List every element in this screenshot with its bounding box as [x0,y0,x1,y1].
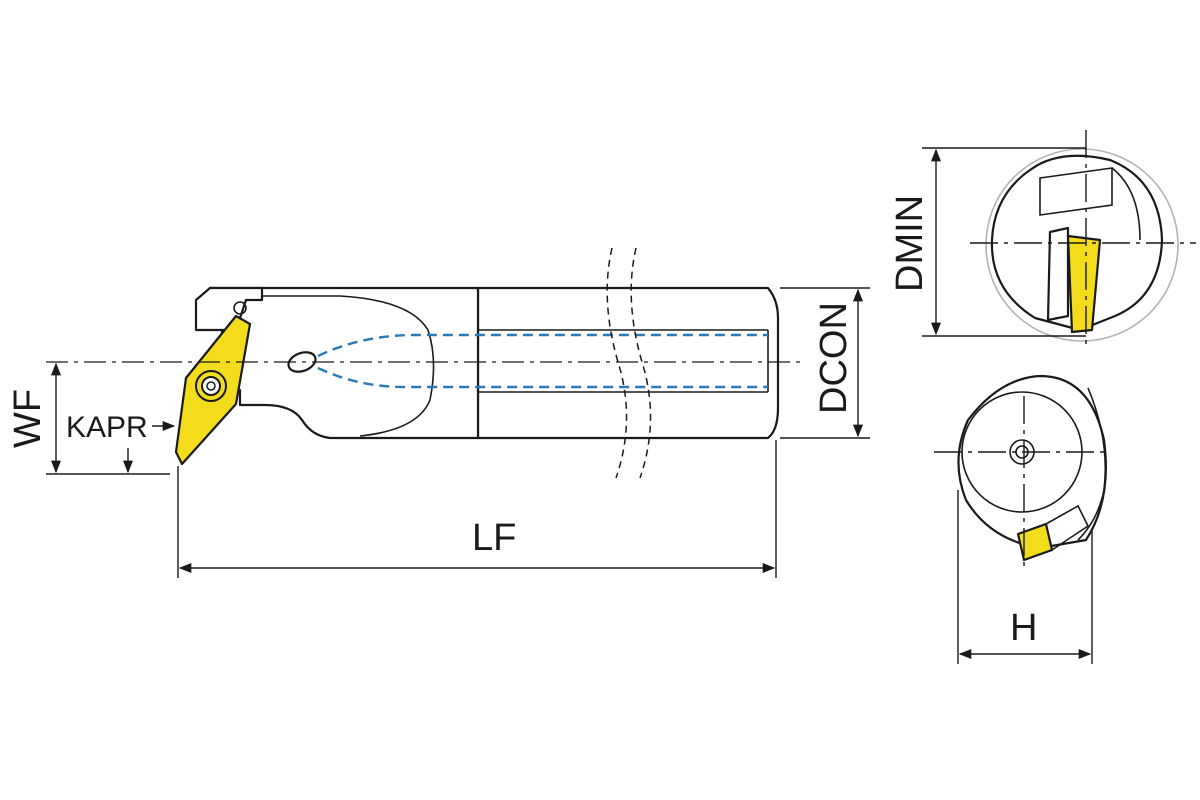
dimensions-side: WF KAPR LF DCON [7,287,870,578]
head-contour [262,295,435,437]
dcon-label: DCON [813,302,855,414]
wf-label: WF [7,389,49,448]
dimensions-end: DMIN [889,147,1086,337]
break-line-right [630,247,652,479]
bore-circle [985,148,1179,342]
break-line-left [606,247,628,479]
front-view-side-contour [1077,387,1107,541]
end-view-chip-face [1039,167,1113,216]
dmin-label: DMIN [889,195,931,292]
side-view [46,247,800,479]
front-view-outer [957,374,1107,550]
front-view [934,374,1110,566]
end-view-insert [1066,234,1102,334]
kapr-label: KAPR [66,411,148,444]
end-view-top [970,130,1196,350]
insert-screw-hex [206,381,216,391]
h-dimension: H [957,490,1093,664]
head-body [208,286,480,440]
end-view-curve [1111,167,1141,241]
insert-screw-icon [201,376,221,396]
lf-label: LF [472,517,516,559]
front-view-clamp [1045,504,1090,552]
insert-pocket [194,286,264,332]
coolant-channel-top [317,333,768,358]
coolant-channel-bottom [317,366,768,389]
end-view-pocket [1046,226,1070,322]
h-label: H [1010,607,1037,649]
clamp-screw [233,301,247,315]
shank-body [476,286,780,440]
